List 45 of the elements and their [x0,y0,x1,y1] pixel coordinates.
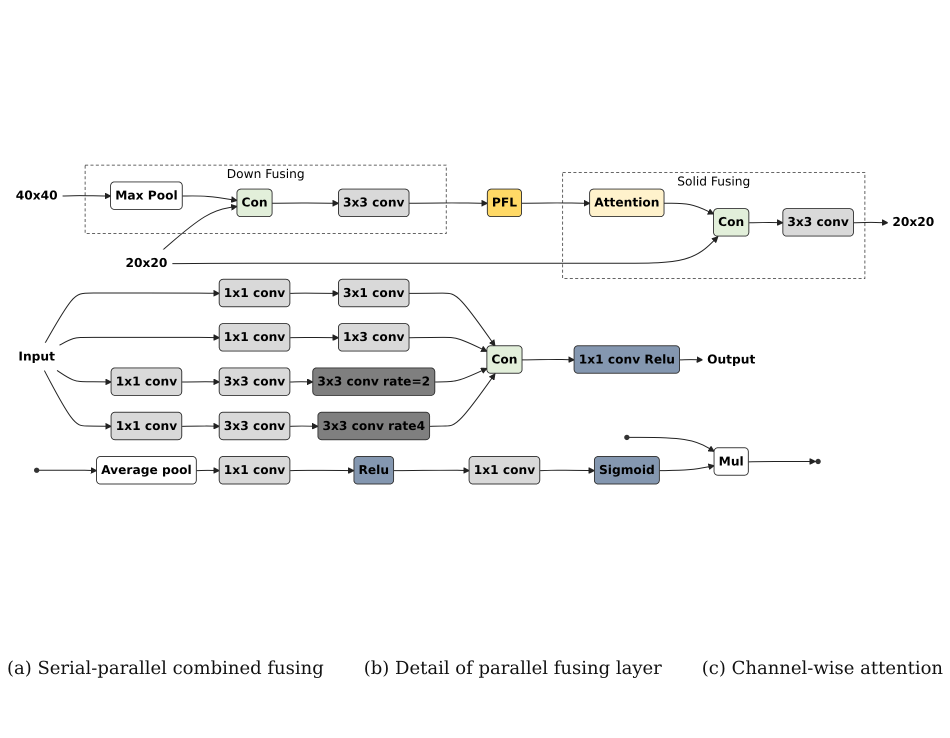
arrow [540,468,596,474]
diagram: Down Fusing Solid Fusing 40x40 Max Pool Con 3x3 conv PFL Attention Con 3x3 conv 20x20 20x20 1x1 conv 3x1 conv 1x1 conv 1x3 conv Input Con 1x1 conv Relu Output 1x1 conv 3x3 conv 3x3 conv rate=2 1x1 conv 3x3 conv 3x3 conv rate4 Mul Average pool 1x1 conv Relu 1x1 conv Sigmoid [5,159,945,491]
arrow [290,334,340,342]
arrow [664,203,714,215]
arrow [679,356,704,364]
arrow [196,468,220,474]
arrow [408,200,488,208]
cluster [562,172,866,280]
arrow [408,293,496,347]
arrow [748,220,784,226]
arrow [522,356,575,364]
arrow [628,437,715,452]
arrow [290,290,340,298]
node-text: 40x40 [16,188,58,203]
caption: (a) Serial-parallel combined fusing [6,658,324,679]
arrow [38,468,98,474]
arrow [430,374,496,428]
arrow [853,220,888,226]
arrow [748,458,816,466]
arrow [290,468,355,474]
arrow [394,468,470,474]
caption: (b) Detail of parallel fusing layer [364,658,662,679]
arrow [59,334,220,346]
arrow [44,370,112,430]
arrow [272,200,340,208]
caption: (c) Channel-wise attention [702,658,944,679]
arrow [182,423,220,430]
arrow [44,290,220,344]
arrow [56,370,112,386]
arrow [182,378,220,386]
arrow [434,368,488,383]
node-text: Input [18,349,55,364]
arrow [521,200,590,208]
node-text: 20x20 [892,215,934,230]
node-text: Output [707,352,756,367]
arrow [408,337,488,352]
node-text: 20x20 [125,256,168,271]
arrow [162,204,238,251]
arrow [182,196,238,204]
arrow [290,423,319,430]
arrow [290,378,314,386]
cluster [84,165,447,234]
arrow [172,236,718,265]
arrow [659,464,715,472]
arrow [62,193,112,200]
